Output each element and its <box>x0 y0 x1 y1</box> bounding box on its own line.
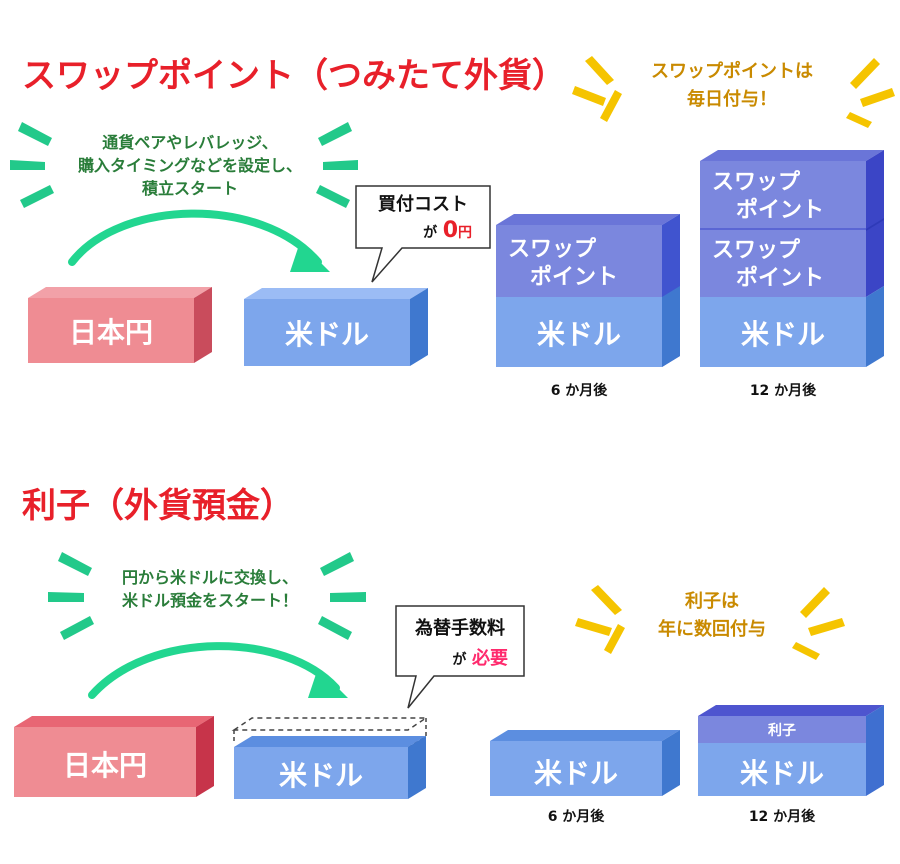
usd-box-top <box>244 288 428 366</box>
swap-label-6m-line-1: スワップ <box>508 237 597 262</box>
swap-label-12m-a-line-2: ポイント <box>736 198 825 223</box>
jpy-box-top <box>28 287 212 363</box>
swap-speech-line-2: 購入タイミングなどを設定し、 <box>77 156 302 175</box>
swap-label-12m-b: スワップ ポイント <box>700 237 866 293</box>
caption-6m-bottom: 6 か月後 <box>547 809 605 825</box>
cost-bubble-ga: が <box>423 225 438 241</box>
caption-6m-top: 6 か月後 <box>550 383 608 399</box>
stack-12m-top <box>700 150 884 367</box>
usd-label-12m-bottom: 米ドル <box>739 757 824 790</box>
cost-bubble-line-1: 買付コスト <box>378 194 468 215</box>
flow-arrow-top-head <box>290 242 330 272</box>
jpy-box-label-bottom: 日本円 <box>62 749 147 782</box>
fee-bubble-line-2: が 必要 <box>396 644 524 670</box>
swap-label-12m-a-line-1: スワップ <box>712 170 801 195</box>
interest-speech-text: 円から米ドルに交換し、 米ドル預金をスタート！ <box>60 566 360 612</box>
cost-bubble-top <box>355 185 491 283</box>
flow-arrow-bottom <box>88 642 340 699</box>
usd-label-6m-bottom: 米ドル <box>533 757 618 790</box>
stack-12m-bottom <box>698 705 884 796</box>
cost-bubble-value: 0 <box>442 218 458 243</box>
swap-label-12m-b-line-1: スワップ <box>712 238 801 263</box>
interest-section-title: 利子（外貨預金） <box>22 486 294 526</box>
swap-speech-text: 通貨ペアやレバレッジ、 購入タイミングなどを設定し、 積立スタート <box>0 131 380 200</box>
caption-12m-bottom: 12 か月後 <box>748 809 816 825</box>
cost-bubble-text: 買付コスト が 0円 <box>356 190 490 243</box>
swap-label-6m-line-2: ポイント <box>530 265 619 290</box>
swap-speech-line-3: 積立スタート <box>141 179 238 198</box>
stack-6m-bottom <box>490 730 680 796</box>
interest-speech-line-2: 米ドル預金をスタート！ <box>121 591 298 610</box>
interest-callout-text: 利子は 年に数回付与 <box>612 588 812 644</box>
interest-label-12m: 利子 <box>768 723 796 739</box>
flow-arrow-bottom-head <box>308 668 348 698</box>
usd-label-6m-top: 米ドル <box>536 318 621 351</box>
caption-12m-top: 12 か月後 <box>749 383 817 399</box>
interest-callout-line-1: 利子は <box>685 591 739 612</box>
swap-label-12m-a: スワップ ポイント <box>700 169 866 225</box>
usd-box-bottom <box>231 717 429 799</box>
jpy-box-label-top: 日本円 <box>68 316 153 349</box>
cost-bubble-line-2: が 0円 <box>356 218 490 243</box>
speech-burst-marks-top <box>10 122 358 208</box>
jpy-box-bottom <box>14 716 214 797</box>
usd-box-label-bottom: 米ドル <box>278 759 363 792</box>
swap-speech-line-1: 通貨ペアやレバレッジ、 <box>102 133 278 152</box>
swap-callout-line-1: スワップポイントは <box>651 61 813 82</box>
swap-label-12m-b-line-2: ポイント <box>736 266 825 291</box>
cost-bubble-unit: 円 <box>458 225 472 241</box>
usd-label-12m-top: 米ドル <box>740 318 825 351</box>
fee-bubble-line-1: 為替手数料 <box>415 618 505 639</box>
callout-burst-marks-bottom <box>575 585 845 660</box>
fee-bubble-value: 必要 <box>472 648 508 669</box>
callout-burst-marks-top <box>572 56 895 128</box>
swap-label-6m: スワップ ポイント <box>496 236 662 292</box>
interest-callout-line-2: 年に数回付与 <box>658 619 766 640</box>
fee-bubble-text: 為替手数料 が 必要 <box>396 614 524 670</box>
swap-callout-line-2: 毎日付与！ <box>687 89 777 110</box>
speech-burst-marks-bottom <box>48 552 366 640</box>
interest-speech-line-1: 円から米ドルに交換し、 <box>121 568 298 587</box>
swap-section-title: スワップポイント（つみたて外貨） <box>22 56 566 96</box>
fee-bubble-bottom <box>395 605 525 709</box>
flow-arrow-top <box>68 209 322 266</box>
fee-bubble-ga: が <box>452 652 467 668</box>
usd-box-label-top: 米ドル <box>284 318 369 351</box>
stack-6m-top <box>496 214 680 367</box>
swap-callout-text: スワップポイントは 毎日付与！ <box>612 58 852 114</box>
